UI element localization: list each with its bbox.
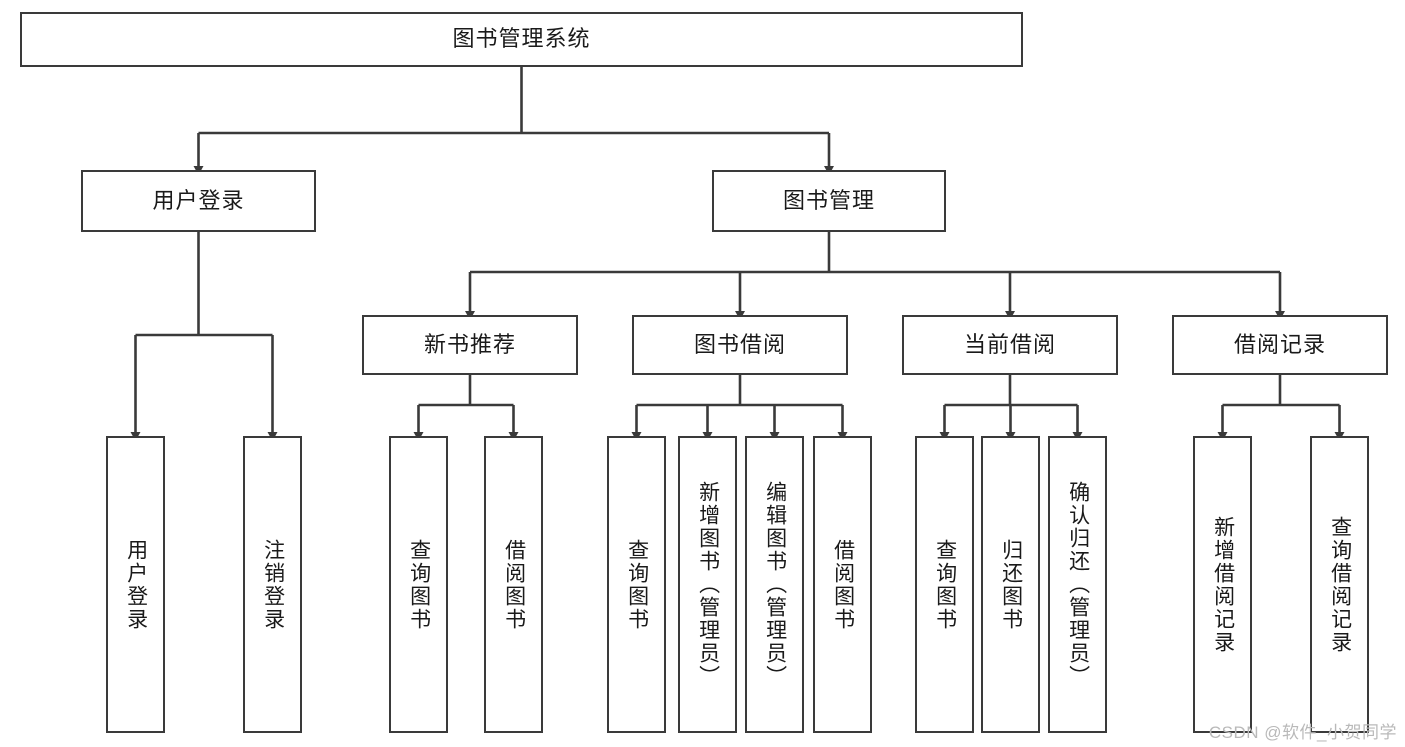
node-leaf-recommend-query-book[interactable]: 查询图书 xyxy=(389,436,448,733)
node-leaf-add-book-admin[interactable]: 新增图书（管理员） xyxy=(678,436,737,733)
node-leaf-recommend-borrow-book[interactable]: 借阅图书 xyxy=(484,436,543,733)
node-leaf-edit-book-admin[interactable]: 编辑图书（管理员） xyxy=(745,436,804,733)
node-user-login[interactable]: 用户登录 xyxy=(81,170,316,232)
node-label: 新增图书（管理员） xyxy=(696,481,720,688)
node-label: 确认归还（管理员） xyxy=(1066,481,1090,688)
node-label: 借阅记录 xyxy=(1233,331,1326,357)
node-label: 新增借阅记录 xyxy=(1211,515,1235,654)
node-root-system[interactable]: 图书管理系统 xyxy=(20,12,1023,67)
node-leaf-current-query-book[interactable]: 查询图书 xyxy=(915,436,974,733)
node-label: 借阅图书 xyxy=(502,538,526,631)
node-label: 用户登录 xyxy=(152,187,245,213)
node-leaf-borrow-book[interactable]: 借阅图书 xyxy=(813,436,872,733)
node-leaf-add-borrow-record[interactable]: 新增借阅记录 xyxy=(1193,436,1252,733)
node-leaf-user-logout[interactable]: 注销登录 xyxy=(243,436,302,733)
node-label: 编辑图书（管理员） xyxy=(763,481,787,688)
node-book-borrow[interactable]: 图书借阅 xyxy=(632,315,848,375)
node-label: 注销登录 xyxy=(261,538,285,631)
node-leaf-borrow-query-book[interactable]: 查询图书 xyxy=(607,436,666,733)
watermark-text: CSDN @软件_小贺同学 xyxy=(1208,723,1397,742)
node-leaf-confirm-return-admin[interactable]: 确认归还（管理员） xyxy=(1048,436,1107,733)
node-label: 归还图书 xyxy=(999,538,1023,631)
node-label: 用户登录 xyxy=(124,538,148,631)
node-label: 图书管理系统 xyxy=(452,26,591,52)
node-label: 查询图书 xyxy=(625,538,649,631)
node-book-management[interactable]: 图书管理 xyxy=(712,170,946,232)
node-label: 当前借阅 xyxy=(963,331,1056,357)
node-label: 借阅图书 xyxy=(831,538,855,631)
node-label: 图书管理 xyxy=(782,187,875,213)
node-label: 新书推荐 xyxy=(423,331,516,357)
node-new-book-recommend[interactable]: 新书推荐 xyxy=(362,315,578,375)
node-label: 图书借阅 xyxy=(693,331,786,357)
node-leaf-return-book[interactable]: 归还图书 xyxy=(981,436,1040,733)
node-label: 查询借阅记录 xyxy=(1328,515,1352,654)
node-leaf-query-borrow-record[interactable]: 查询借阅记录 xyxy=(1310,436,1369,733)
node-label: 查询图书 xyxy=(407,538,431,631)
node-borrow-record[interactable]: 借阅记录 xyxy=(1172,315,1388,375)
node-label: 查询图书 xyxy=(933,538,957,631)
node-current-borrow[interactable]: 当前借阅 xyxy=(902,315,1118,375)
node-leaf-user-login[interactable]: 用户登录 xyxy=(106,436,165,733)
